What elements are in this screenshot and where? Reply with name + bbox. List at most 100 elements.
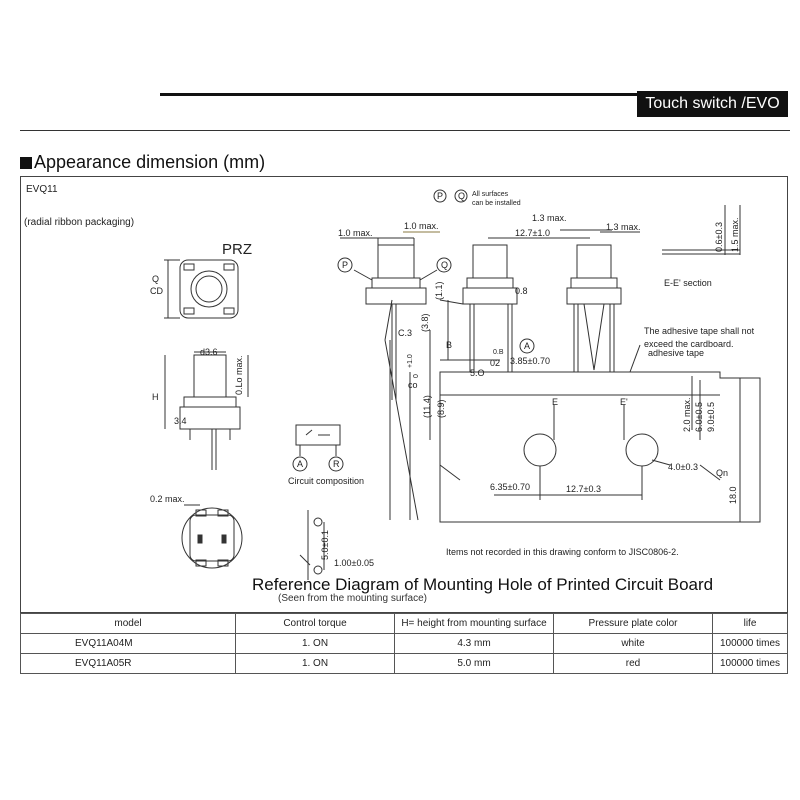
model-series: EVQ11 (26, 184, 58, 195)
prz-label: PRZ (222, 241, 252, 258)
dim-13max-a: 1.3 max. (532, 213, 567, 223)
section-title-text: Appearance dimension (mm) (34, 152, 266, 172)
cell-life: 100000 times (712, 653, 788, 674)
circle-p-icon: P (433, 189, 447, 203)
dim-60: 6.0±0.5 (694, 402, 704, 432)
header-model: model (20, 613, 236, 634)
dim-10top: +1.0 (407, 354, 414, 368)
e-prime-label: E' (620, 397, 628, 407)
dim-100: 1.00±0.05 (334, 558, 374, 568)
circled-letters: P Q P Q A A R (292, 189, 535, 472)
drawing-labels: PRZ Q CD d3.6 H 3.4 0.Lo max. 0.2 max. A… (150, 191, 755, 568)
cell-torque: 1. ON (235, 653, 395, 674)
dim-40: 4.0±0.3 (668, 462, 698, 472)
dim-38: (3.8) (420, 313, 430, 332)
dim-15max: 1.5 max. (730, 217, 740, 252)
header-color: Pressure plate color (553, 613, 713, 634)
ee-section-label: E-E' section (664, 278, 712, 288)
e-label: E (552, 397, 558, 407)
jis-note: Items not recorded in this drawing confo… (446, 547, 679, 557)
reference-title: Reference Diagram of Mounting Hole of Pr… (252, 575, 714, 594)
table-row: EVQ11A04M 1. ON 4.3 mm white 100000 time… (20, 633, 788, 654)
adhesive-tape-label: adhesive tape (648, 348, 704, 358)
dim-50b: 5.0±0.1 (320, 530, 330, 560)
dim-11: (1.1) (434, 281, 444, 300)
adhesive-note-1: The adhesive tape shall not (644, 326, 755, 336)
all-surfaces-1: All surfaces (472, 191, 509, 198)
adhesive-note-2: exceed the cardboard. (644, 339, 734, 349)
header-torque: Control torque (235, 613, 395, 634)
table-row: EVQ11A05R 1. ON 5.0 mm red 100000 times (20, 653, 788, 674)
section-divider (20, 130, 790, 131)
dim-02: 02 (490, 358, 500, 368)
all-surfaces-2: can be installed (472, 200, 521, 207)
co-label: co (408, 380, 418, 390)
drawing-frame (20, 176, 788, 613)
cell-color: white (553, 633, 713, 654)
svg-text:A: A (524, 341, 530, 351)
lo-max: 0.Lo max. (234, 355, 244, 395)
top-view (164, 259, 239, 319)
circuit-diagram (295, 424, 341, 456)
ee-section (662, 205, 741, 255)
svg-text:P: P (437, 191, 443, 201)
circle-p-side-icon: P (337, 257, 353, 273)
dim-0b: 0.B (493, 349, 504, 356)
q-label: Q (152, 274, 159, 284)
header-rule (160, 93, 788, 96)
header-height: H= height from mounting surface (394, 613, 554, 634)
dim-89: (8.9) (436, 399, 446, 418)
dim-20max: 2.0 max. (682, 397, 692, 432)
dim-635: 6.35±0.70 (490, 482, 530, 492)
dim-10max-b: 1.0 max. (404, 221, 439, 231)
carrier-tape (439, 344, 761, 523)
dim-50: 5.O (470, 368, 485, 378)
cell-model: EVQ11A05R (20, 653, 236, 674)
dim-06: 0.6±0.3 (714, 222, 724, 252)
dim-34: 3.4 (174, 416, 187, 426)
dim-10max-a: 1.0 max. (338, 228, 373, 238)
dim-0bot: 0 (413, 374, 420, 378)
circle-q-icon: Q (454, 189, 468, 203)
dim-90: 9.0±0.5 (706, 402, 716, 432)
reference-subtitle: (Seen from the mounting surface) (278, 593, 427, 604)
square-bullet-icon (20, 157, 32, 169)
h-label: H (152, 392, 159, 402)
cell-height: 4.3 mm (394, 633, 554, 654)
svg-text:P: P (342, 260, 348, 270)
circuit-composition-label: Circuit composition (288, 476, 364, 486)
dim-08: 0.8 (515, 286, 528, 296)
front-switch-3 (560, 229, 640, 372)
svg-text:Q: Q (441, 260, 448, 270)
dim-13max-b: 1.3 max. (606, 222, 641, 232)
qn-label: Qn (716, 468, 728, 478)
pcb-hole-pattern (299, 510, 325, 580)
d36-label: d3.6 (200, 347, 218, 357)
section-title: Appearance dimension (mm) (20, 152, 265, 173)
circuit-r-icon: R (328, 456, 344, 472)
dim-127-10: 12.7±1.0 (515, 228, 550, 238)
svg-text:A: A (297, 459, 303, 469)
side-view (164, 351, 249, 470)
circuit-a-icon: A (292, 456, 308, 472)
cell-model: EVQ11A04M (20, 633, 236, 654)
dim-180: 18.0 (728, 486, 738, 504)
svg-text:R: R (333, 459, 340, 469)
dim-02max: 0.2 max. (150, 494, 185, 504)
dim-127-03: 12.7±0.3 (566, 484, 601, 494)
product-title: Touch switch /EVO (637, 91, 788, 117)
dim-385: 3.85±0.70 (510, 356, 550, 366)
table-header-row: model Control torque H= height from moun… (20, 613, 788, 634)
c3-label: C.3 (398, 328, 412, 338)
header-life: life (712, 613, 788, 634)
bottom-view (181, 504, 243, 569)
front-switch-1 (340, 231, 440, 521)
svg-text:Q: Q (458, 191, 465, 201)
b-label: B (446, 340, 452, 350)
packaging-note: (radial ribbon packaging) (24, 217, 135, 228)
cell-color: red (553, 653, 713, 674)
cd-label: CD (150, 286, 163, 296)
dim-114: (11.4) (422, 395, 432, 418)
circle-q-side-icon: Q (436, 257, 452, 273)
